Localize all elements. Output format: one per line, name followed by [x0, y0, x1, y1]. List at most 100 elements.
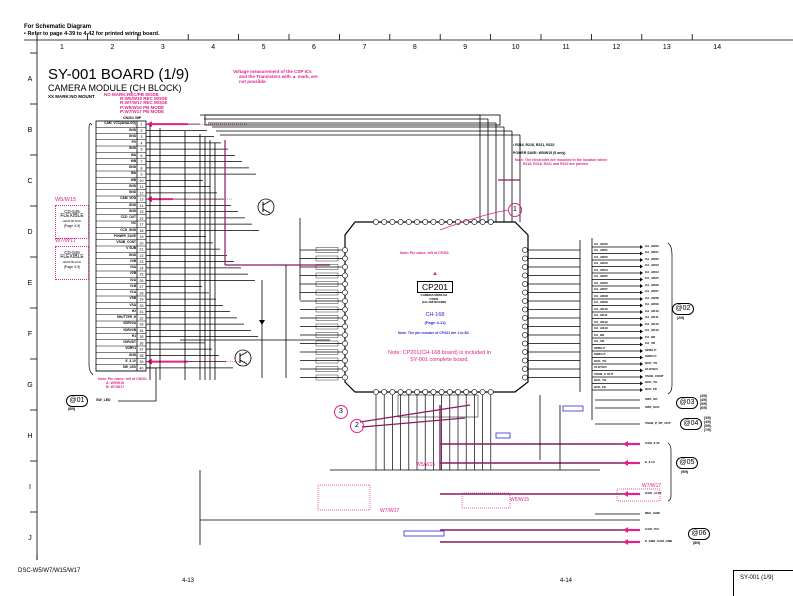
cn201-pin-label: CAM_VCC(ANALOG) — [104, 121, 136, 126]
cn201-pin-label: V3B — [129, 258, 136, 263]
bus-label: HCK_TG — [594, 378, 607, 382]
mode-0: NO MARK:REC/PB MODE — [104, 92, 159, 97]
cn201-pin-number: 29 — [140, 298, 144, 302]
ic-pin — [381, 219, 388, 225]
connector-arrow-icon — [640, 316, 643, 321]
arrow-head-icon — [623, 527, 628, 533]
ic-pin — [397, 219, 404, 225]
connector-arrow-icon — [640, 258, 643, 262]
ref-03-sub: (3/9)(4/9)(5/9)(6/9) — [700, 394, 707, 410]
bus-connector-label: CA_AD04 — [645, 269, 659, 274]
grid-column-label: 2 — [110, 44, 114, 51]
bus-connector-label: HCK_FE — [645, 386, 658, 391]
grid-row-label: E — [28, 280, 33, 287]
net-label-box — [315, 332, 339, 338]
cn201-pin-number: 26 — [140, 279, 144, 283]
ic-pin — [342, 315, 348, 321]
cn201-pin-number: 6 — [141, 154, 143, 158]
ic-bottom-label-box — [397, 394, 479, 418]
cn201-pin-number: 11 — [140, 185, 144, 189]
top-note: Note: The electrodes are mounted in the … — [515, 158, 607, 166]
cn201-pin-label: H2 — [131, 308, 136, 313]
pin-note-a: A: W5/W15 — [106, 381, 125, 385]
cn201-pin-number: 31 — [140, 310, 144, 314]
bus-connector-label: CA_AD10 — [645, 308, 659, 313]
ref-04[interactable]: @04 — [680, 418, 702, 430]
transistor-symbol — [257, 198, 275, 216]
connector-arrow-icon — [640, 290, 643, 295]
signal-label: E_GND_CAM_GND — [645, 539, 673, 543]
ref-06[interactable]: @06 — [688, 528, 710, 540]
connector-arrow-icon — [640, 349, 643, 353]
ic-desc-3: (CH-168 BOARD) — [421, 300, 447, 305]
cn201-pin-label: VDRVDT — [122, 340, 136, 345]
ref-02[interactable]: @02 — [672, 303, 694, 315]
flex-page: (Page 4-9) — [63, 265, 81, 269]
flex-name: CD-545 — [64, 209, 80, 214]
ref-sub: (4/9) — [704, 420, 711, 424]
cn201-pin-number: 27 — [140, 285, 144, 289]
cn201-pin-number: 24 — [140, 266, 144, 270]
transistor-lead — [239, 351, 248, 357]
cn201-pin-number: 38 — [140, 354, 144, 358]
ref-02-sub: (2/9) — [677, 316, 685, 320]
cn201-ref: CN201 39P — [123, 116, 142, 120]
grid-column-label: 1 — [60, 44, 64, 51]
transistor-lead — [239, 359, 248, 365]
net-label-box — [315, 289, 339, 296]
cn201-pin-number: 28 — [140, 291, 144, 295]
cn201-brace — [88, 123, 94, 376]
bus-label: CA_AD13 — [594, 326, 608, 330]
ref-sub: (5/9) — [704, 424, 711, 428]
connector-arrow-icon — [640, 336, 643, 340]
bus-connector-label: CA_AD01 — [645, 250, 659, 255]
cn201-pin-number: 19 — [140, 235, 144, 239]
bus-connector-label: VSUB_CONT — [645, 373, 664, 378]
net-label-box — [315, 298, 339, 304]
voltage-note: Voltage measurement of the CSP ICs and t… — [233, 69, 318, 84]
flex-type: FLEXIBLE — [60, 213, 84, 219]
ref-01[interactable]: @01 — [66, 395, 88, 407]
ic-pin — [522, 272, 528, 279]
ic-board: CH-168 — [425, 312, 445, 318]
bus-connector-label: SHRG P — [645, 354, 657, 359]
cn201-pin-label: GND — [128, 146, 136, 151]
cn201-pin-number: 34 — [140, 329, 144, 333]
ic-pin — [414, 389, 420, 395]
footer-sheet: SY-001 (1/9) — [733, 570, 793, 596]
connector-arrow-icon — [640, 303, 643, 308]
bus-label: CA_AD08 — [594, 293, 608, 298]
ic-pin — [342, 332, 348, 338]
mode-4: P:W7/W17 PB MODE — [120, 109, 165, 115]
ref-05[interactable]: @05 — [676, 457, 698, 469]
model-tag: W5/W15 — [510, 497, 530, 503]
transistor-symbol — [234, 349, 252, 367]
arrow-head-icon — [147, 121, 152, 128]
model-tag: W7/W17 — [380, 508, 400, 514]
connector-arrow-icon — [640, 329, 643, 334]
ic-pin — [487, 219, 494, 225]
ic-pin — [342, 264, 348, 270]
ref-03[interactable]: @03 — [676, 397, 698, 409]
top-note-1: Note: The electrodes are mounted in the … — [515, 158, 608, 162]
mode-1: R:W5/W15 REC MODE — [120, 96, 168, 101]
arrow-head-icon — [623, 491, 628, 497]
cn201-pin-label: V2A — [129, 277, 136, 282]
bus-label: CA_AD04 — [594, 267, 608, 272]
cn201-pin-label: WB — [130, 177, 136, 182]
ic-pin — [446, 389, 453, 395]
signal-label: REG_GND — [645, 511, 660, 515]
ic-pin — [373, 389, 379, 395]
bus-connector-label: CA_AD02 — [645, 256, 659, 261]
header-line1: For Schematic Diagram — [24, 24, 92, 30]
cn201-pin-label: NC — [131, 221, 136, 226]
bus-label: CLKTGO — [594, 365, 607, 369]
cn201-pin-label: VDRV2B — [123, 327, 136, 332]
cn201-pin-number: 16 — [140, 216, 144, 220]
callout-3: 3 — [334, 405, 348, 419]
mode-2: R:W7/W17 REC MODE — [120, 100, 168, 106]
ic-ref: CP201 — [417, 281, 453, 293]
cn201-pin-number: 15 — [140, 210, 144, 214]
top-note-parts: • R216, R218, R221, R222 — [513, 143, 555, 147]
ic-pin — [522, 323, 528, 330]
